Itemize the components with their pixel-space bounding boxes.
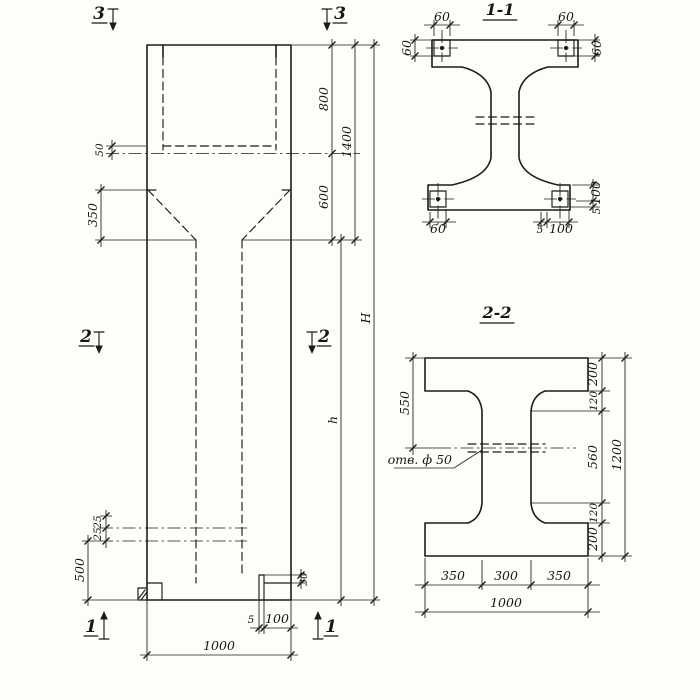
section-marker-2-left: 2 <box>79 327 92 347</box>
elevation-extension-lines <box>82 44 380 661</box>
dim-label-800: 800 <box>316 87 331 111</box>
section-1-1-extension-lines <box>410 20 600 228</box>
section-1-1-outline <box>427 39 579 211</box>
section-1-right-arrow-icon <box>314 611 322 620</box>
section-2-2-dimension-lines <box>412 352 626 613</box>
section-2-2-view: 2-2 550 200 120 560 120 200 1200 350 300… <box>388 303 632 618</box>
dim-label-60-side-left: 60 <box>399 40 414 56</box>
column-base-details <box>137 574 292 601</box>
dim-label-100-bottom: 100 <box>549 221 573 236</box>
section-2-left-arrow-icon <box>95 345 103 354</box>
dim-label-350-left: 350 <box>441 568 465 583</box>
dim-label-200-top: 200 <box>585 362 600 387</box>
dim-label-120-bottom: 120 <box>588 503 600 523</box>
dim-label-1400: 1400 <box>339 126 354 158</box>
elevation-dimension-labels: 50 350 800 600 1400 h H 500 25 25 30 5 1… <box>72 87 373 653</box>
section-marker-1-left: 1 <box>85 617 97 637</box>
section-2-2-extension-lines <box>405 357 632 618</box>
dim-label-60-top-right: 60 <box>558 9 574 24</box>
dim-label-100: 100 <box>265 611 289 626</box>
section-2-2-outline <box>424 357 589 557</box>
dim-label-1000: 1000 <box>203 638 235 653</box>
dim-label-300: 300 <box>494 568 518 583</box>
dim-label-500: 500 <box>72 558 87 582</box>
dim-label-5-bottom: 5 <box>537 224 544 236</box>
column-centerlines <box>100 153 360 542</box>
dim-label-30: 30 <box>298 572 310 586</box>
section-3-left-arrow-icon <box>109 22 117 31</box>
section-1-1-dimension-labels: 60 60 60 60 60 5 100 100 5 <box>399 9 604 236</box>
dim-label-25-lower: 25 <box>92 527 104 542</box>
dim-label-H: H <box>358 311 373 324</box>
section-cut-markers: 3 3 2 2 1 1 <box>78 4 348 640</box>
hole-label-leader <box>394 449 483 469</box>
hole-diameter-label: отв. ф 50 <box>388 452 452 467</box>
section-marker-strokes <box>78 8 348 640</box>
section-1-1-hidden-lines <box>475 116 535 125</box>
elevation-dimension-ticks <box>84 41 378 659</box>
dim-label-100-right: 100 <box>588 181 603 205</box>
dim-label-560: 560 <box>585 445 600 469</box>
bolt-bottom-right <box>557 196 563 202</box>
section-1-1-title: 1-1 <box>486 0 515 19</box>
section-marker-1-right: 1 <box>325 617 337 637</box>
section-1-1-view: 1-1 60 60 60 60 60 5 100 100 5 <box>399 0 604 236</box>
dim-label-350: 350 <box>85 203 100 227</box>
elevation-dimension-lines <box>87 39 375 656</box>
section-marker-3-left: 3 <box>93 4 105 24</box>
dim-label-25-upper: 25 <box>92 515 104 530</box>
section-2-2-hole-hidden-lines <box>467 443 546 453</box>
dim-label-h: h <box>325 416 340 424</box>
section-1-1-centerlines <box>422 30 582 228</box>
column-hidden-lines <box>147 56 291 584</box>
section-3-right-arrow-icon <box>323 22 331 31</box>
dim-label-600: 600 <box>316 185 331 209</box>
dim-label-120-top: 120 <box>588 391 600 411</box>
section-1-1-dimension-ticks <box>411 21 599 226</box>
elevation-view: 3 3 2 2 1 1 50 350 800 600 1400 h H 500 … <box>72 4 380 661</box>
dim-label-5-right: 5 <box>591 207 603 214</box>
section-2-2-title: 2-2 <box>482 303 512 322</box>
dim-label-1200: 1200 <box>609 439 624 471</box>
section-marker-2-right: 2 <box>317 327 330 347</box>
section-2-2-dimension-labels: 550 200 120 560 120 200 1200 350 300 350… <box>388 362 624 610</box>
dim-label-50: 50 <box>94 143 106 157</box>
dim-label-60-bottom: 60 <box>430 221 446 236</box>
dim-label-1000-bottom: 1000 <box>490 595 522 610</box>
dim-label-60-side-right: 60 <box>589 40 604 56</box>
dim-label-200-bottom: 200 <box>585 527 600 552</box>
section-2-2-dimension-ticks <box>409 354 629 616</box>
dim-label-550: 550 <box>397 391 412 415</box>
bolt-bottom-left <box>435 196 441 202</box>
column-outline <box>146 44 292 601</box>
dim-label-60-top-left: 60 <box>434 9 450 24</box>
dim-label-350-right: 350 <box>547 568 571 583</box>
section-1-1-dimension-lines <box>414 24 596 223</box>
section-1-left-arrow-icon <box>100 611 108 620</box>
section-marker-3-right: 3 <box>334 4 346 24</box>
dim-label-5: 5 <box>248 614 255 626</box>
section-2-right-arrow-icon <box>308 345 316 354</box>
